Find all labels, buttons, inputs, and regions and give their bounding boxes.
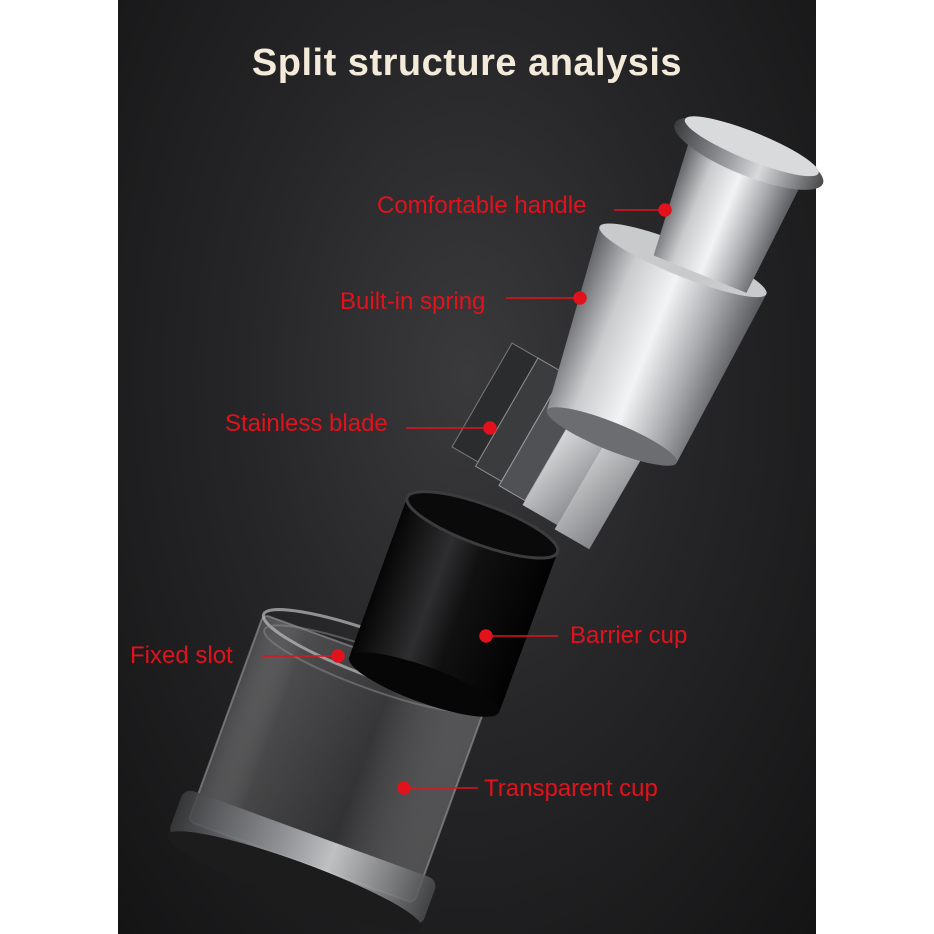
label-transparent-cup: Transparent cup	[484, 775, 658, 802]
label-built-in-spring: Built-in spring	[340, 288, 486, 315]
callout-lines	[262, 203, 672, 795]
label-barrier-cup: Barrier cup	[570, 622, 688, 649]
label-comfortable-handle: Comfortable handle	[377, 192, 587, 219]
page-title: Split structure analysis	[251, 42, 683, 84]
label-fixed-slot: Fixed slot	[130, 642, 233, 669]
barrier-cup-illustration	[348, 490, 560, 717]
handle-illustration	[653, 116, 824, 293]
label-stainless-blade: Stainless blade	[225, 410, 388, 437]
